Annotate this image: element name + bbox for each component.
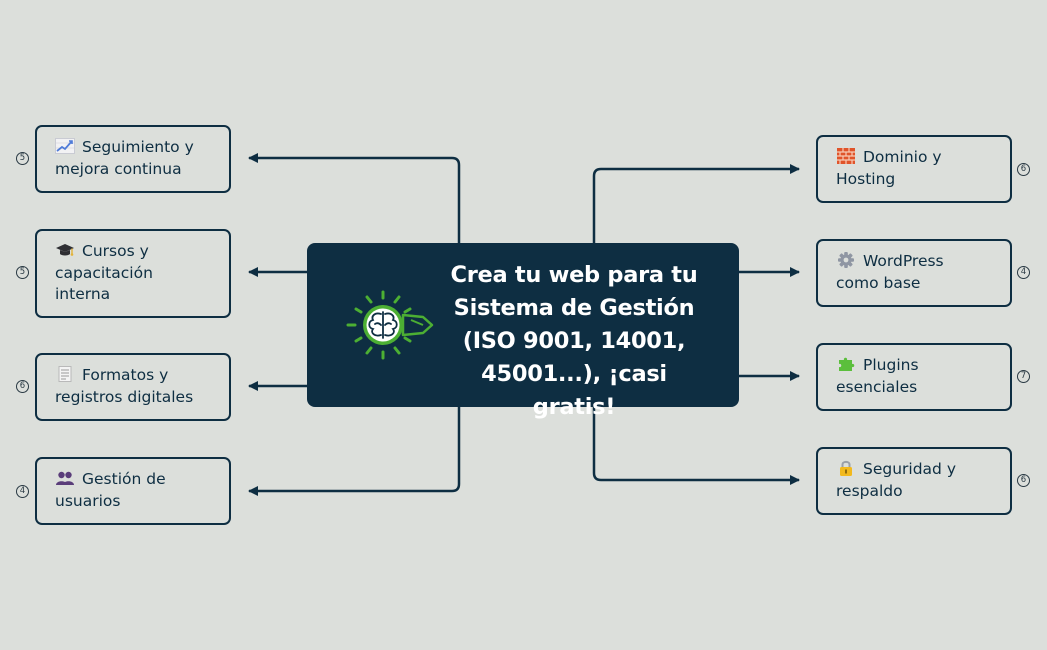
topic-usuarios[interactable]: Gestión de usuarios (35, 457, 231, 525)
topic-cursos[interactable]: Cursos y capacitación interna (35, 229, 231, 318)
count-badge[interactable]: 6 (16, 380, 29, 393)
users-icon (55, 470, 75, 486)
document-icon (55, 366, 75, 382)
topic-dominio[interactable]: Dominio y Hosting (816, 135, 1012, 203)
topic-label-line: interna (55, 285, 111, 303)
topic-seguimiento[interactable]: Seguimiento y mejora continua (35, 125, 231, 193)
topic-label-line: mejora continua (55, 159, 182, 178)
graduation-cap-icon (55, 242, 75, 258)
topic-label-line: Cursos y (82, 242, 149, 260)
topic-label-line: Formatos y (82, 366, 169, 384)
connector-dominio (592, 164, 800, 243)
central-title-line: 45001...), ¡casi gratis! (481, 361, 667, 420)
gear-icon (836, 252, 856, 268)
topic-label-line: usuarios (55, 491, 121, 510)
central-title-line: (ISO 9001, 14001, (462, 328, 686, 354)
count-badge[interactable]: 7 (1017, 370, 1030, 383)
count-badge[interactable]: 6 (1017, 474, 1030, 487)
topic-label-line: Seguimiento y (82, 138, 194, 156)
count-badge[interactable]: 5 (16, 152, 29, 165)
topic-label-line: esenciales (836, 377, 918, 396)
topic-label-line: Dominio y (863, 148, 942, 166)
topic-plugins[interactable]: Plugins esenciales (816, 343, 1012, 411)
topic-label-line: respaldo (836, 481, 903, 500)
topic-label-line: Gestión de (82, 470, 166, 488)
brick-wall-icon (836, 148, 856, 164)
topic-label-line: Plugins (863, 356, 919, 374)
count-badge[interactable]: 5 (16, 266, 29, 279)
connector-seguridad (592, 407, 800, 485)
topic-label-line: Seguridad y (863, 460, 956, 478)
topic-formatos[interactable]: Formatos y registros digitales (35, 353, 231, 421)
central-topic[interactable]: Crea tu web para tu Sistema de Gestión (… (307, 243, 739, 420)
count-badge[interactable]: 4 (16, 485, 29, 498)
topic-label-line: Hosting (836, 169, 896, 188)
connector-usuarios (248, 407, 461, 496)
topic-label-line: registros digitales (55, 387, 194, 406)
central-title-line: Crea tu web para tu (450, 262, 698, 288)
puzzle-piece-icon (836, 356, 856, 372)
central-title-line: Sistema de Gestión (453, 295, 695, 321)
chart-increasing-icon (55, 138, 75, 154)
central-title: Crea tu web para tu Sistema de Gestión (… (441, 259, 707, 424)
brain-pencil-icon (345, 287, 437, 365)
count-badge[interactable]: 4 (1017, 266, 1030, 279)
topic-wordpress[interactable]: WordPress como base (816, 239, 1012, 307)
count-badge[interactable]: 6 (1017, 163, 1030, 176)
lock-icon (836, 460, 856, 476)
topic-label-line: WordPress (863, 252, 944, 270)
connector-seguimiento (248, 153, 461, 243)
topic-label-line: como base (836, 273, 921, 292)
topic-seguridad[interactable]: Seguridad y respaldo (816, 447, 1012, 515)
topic-label-line: capacitación (55, 263, 153, 282)
